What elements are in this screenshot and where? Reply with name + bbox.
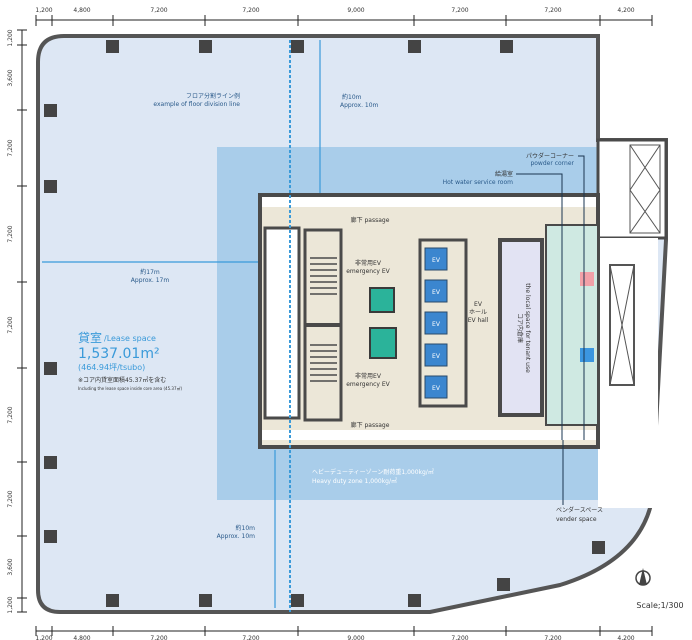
heavy-duty-label-en: Heavy duty zone 1,000kg/㎡ (312, 477, 397, 485)
dim-left-5: 7,200 (7, 316, 14, 333)
dim-left-7: 7,200 (7, 490, 14, 507)
storage-label-en: the local space for tenant use (524, 283, 531, 373)
hot-water-room-label-en: Hot water service room (443, 179, 514, 186)
emergency-elevator-1 (369, 287, 395, 313)
dim-top-4: 7,200 (242, 7, 259, 14)
scale-label: Scale;1/300 (636, 601, 683, 610)
passage-top-label: 廊下 passage (351, 216, 390, 224)
elevator-5 (424, 375, 448, 399)
service-shaft-block (596, 138, 668, 240)
elevator-bank (418, 238, 468, 408)
tenant-storage (498, 238, 544, 417)
passage-bottom-label: 廊下 passage (351, 421, 390, 429)
dim-left-3: 7,200 (7, 139, 14, 156)
powder-corner-label-ja: パウダーコーナー (526, 152, 574, 160)
dim-left-2: 3,600 (7, 69, 14, 86)
dim-top-2: 4,800 (73, 7, 90, 14)
dim-left-6: 7,200 (7, 406, 14, 423)
columns (44, 40, 605, 607)
emergency-ev-label-ja: 非常用EV (355, 259, 382, 267)
callout-lines (516, 155, 585, 505)
dim-bottom-4: 7,200 (242, 635, 259, 640)
dim-top-3: 7,200 (150, 7, 167, 14)
exterior-service-area (598, 238, 658, 508)
female-restroom-icon (580, 272, 594, 286)
lease-title-ja: 貸室 (78, 330, 102, 345)
dim-bottom-8: 4,200 (617, 635, 634, 640)
elevator-2-label: EV (432, 289, 441, 296)
dim-left-9: 1,200 (7, 596, 14, 613)
storage-label-ja: コア内倉庫 (516, 313, 524, 343)
emergency-ev-label-en: emergency EV (346, 268, 390, 275)
bottom-dimension-line: 1,200 4,800 7,200 7,200 9,000 7,200 7,20… (35, 626, 653, 640)
elevator-1 (424, 247, 448, 271)
ev-hall-label-1: EV (474, 301, 483, 308)
bottom-wall-windows (262, 430, 596, 440)
dim-bottom-1: 1,200 (35, 635, 52, 640)
elevators: EV EV EV EV EV (424, 247, 448, 399)
emergency-elevator-2 (369, 327, 397, 359)
male-restroom-icon (580, 348, 594, 362)
vender-space-label-en: vender space (556, 516, 597, 523)
emergency-ev2-label-en: emergency EV (346, 381, 390, 388)
approx-10m-label-en: Approx. 10m (340, 102, 379, 109)
north-arrow-icon (635, 568, 651, 586)
shaft-icon (629, 144, 661, 234)
core-shaft (263, 226, 301, 420)
ev-hall-label-2: ホール (469, 309, 487, 316)
elevator-4 (424, 343, 448, 367)
dim-bottom-2: 4,800 (73, 635, 90, 640)
ev-hall-label-en: EV hall (468, 317, 489, 324)
emergency-ev2-label-ja: 非常用EV (355, 372, 382, 380)
approx-10m-b-label-en: Approx. 10m (217, 533, 256, 540)
dimension-arrows (42, 40, 321, 608)
duct-shaft-icon (609, 264, 635, 386)
floor-division-label-en: example of floor division line (153, 101, 240, 108)
top-dimension-line: 1,200 4,800 7,200 7,200 9,000 7,200 7,20… (35, 7, 653, 26)
stairs (303, 228, 343, 422)
dim-bottom-5: 9,000 (347, 635, 364, 640)
lease-note-en: Including the lease space inside core ar… (78, 385, 182, 391)
approx-10m-b-label-ja: 約10m (236, 524, 256, 532)
floor-division-label-ja: フロア分割ライン例 (186, 92, 240, 100)
powder-corner-label-en: powder corner (530, 160, 574, 167)
dim-bottom-6: 7,200 (451, 635, 468, 640)
elevator-1-label: EV (432, 257, 441, 264)
approx-10m-label-ja: 約10m (342, 93, 362, 101)
elevator-3 (424, 311, 448, 335)
dim-left-4: 7,200 (7, 225, 14, 242)
elevator-2 (424, 279, 448, 303)
lease-title-en: /Lease space (104, 334, 156, 343)
dim-bottom-7: 7,200 (544, 635, 561, 640)
top-wall-windows (262, 197, 596, 207)
lease-note-ja: ※コア内貸室面積45.37㎡を含む (78, 376, 166, 384)
dim-left-8: 3,600 (7, 558, 14, 575)
left-dimension-line: 1,200 3,600 7,200 7,200 7,200 7,200 7,20… (7, 29, 27, 614)
vender-space-label-ja: ベンダースペース (556, 506, 603, 514)
lease-area: 1,537.01m² (78, 346, 160, 362)
dim-bottom-3: 7,200 (150, 635, 167, 640)
dim-top-6: 7,200 (451, 7, 468, 14)
elevator-4-label: EV (432, 353, 441, 360)
dim-top-1: 1,200 (35, 7, 52, 14)
heavy-duty-label-ja: ヘビーデューティーゾーン耐荷重1,000kg/㎡ (312, 468, 434, 476)
dim-left-1: 1,200 (7, 29, 14, 46)
dim-top-7: 7,200 (544, 7, 561, 14)
hot-water-room-label-ja: 給湯室 (495, 170, 513, 178)
dim-top-5: 9,000 (347, 7, 364, 14)
approx-17m-label-en: Approx. 17m (131, 277, 170, 284)
dim-top-8: 4,200 (617, 7, 634, 14)
lease-area-tsubo: (464.94坪/tsubo) (78, 363, 145, 372)
approx-17m-label-ja: 約17m (140, 268, 160, 276)
elevator-3-label: EV (432, 321, 441, 328)
restrooms (545, 224, 599, 426)
elevator-5-label: EV (432, 385, 441, 392)
